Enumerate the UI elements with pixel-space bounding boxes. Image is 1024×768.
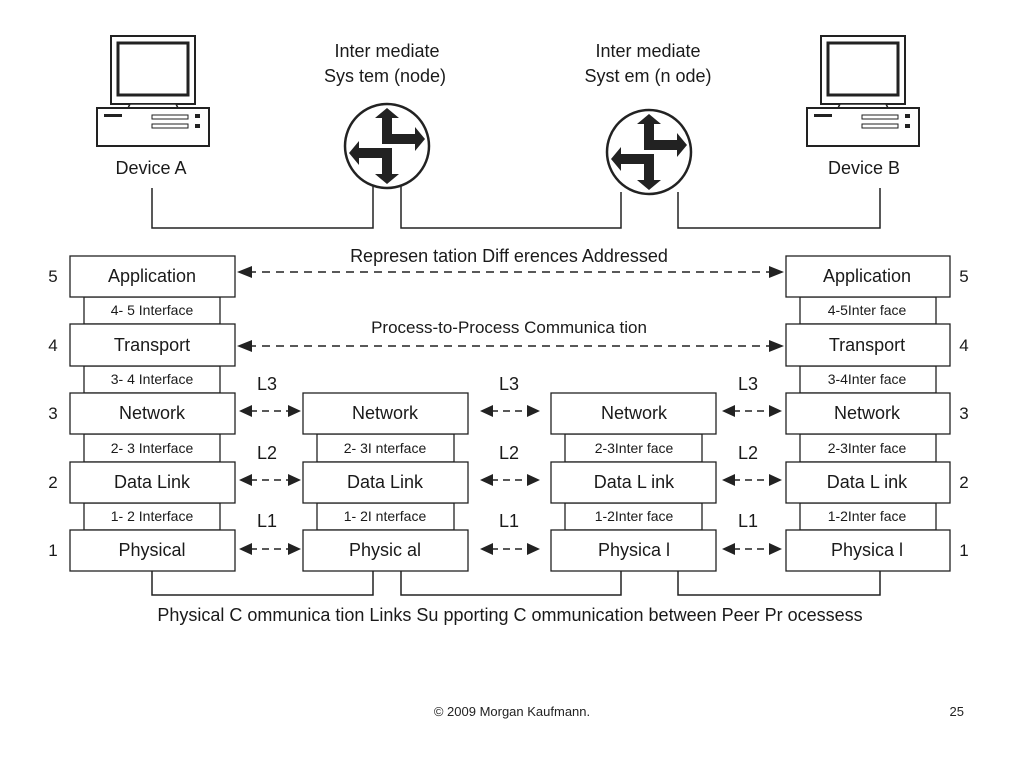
arrowhead-icon xyxy=(237,266,252,278)
peer-label-l2: L2 xyxy=(257,443,277,463)
page-number: 25 xyxy=(949,704,964,719)
peer-label-l1: L1 xyxy=(738,511,758,531)
arrowhead-icon xyxy=(769,474,782,486)
node-left-label-line1: Inter mediate xyxy=(334,41,439,61)
layer-network: Network xyxy=(601,403,668,423)
arrowhead-icon xyxy=(237,340,252,352)
layer-application: Application xyxy=(823,266,911,286)
top-connection-lines xyxy=(151,186,881,229)
device-a-label: Device A xyxy=(115,158,186,178)
layer-numbers-left: 5 4 3 2 1 xyxy=(48,267,57,560)
layer-transport: Transport xyxy=(829,335,905,355)
interface-2-3: 2-3Inter face xyxy=(595,440,674,456)
arrowhead-icon xyxy=(769,543,782,555)
interface-1-2: 1- 2I nterface xyxy=(344,508,427,524)
device-b-stack: Application Transport Network Data L ink… xyxy=(785,255,951,572)
arrowhead-icon xyxy=(239,405,252,417)
arrowhead-icon xyxy=(527,474,540,486)
arrowhead-icon xyxy=(239,474,252,486)
layer-number: 2 xyxy=(959,473,968,492)
interface-1-2: 1-2Inter face xyxy=(595,508,674,524)
peer-label-l3: L3 xyxy=(499,374,519,394)
short-peer-arrows xyxy=(239,405,782,555)
arrowhead-icon xyxy=(239,543,252,555)
device-a-stack: Application Transport Network Data Link … xyxy=(69,255,236,572)
arrowhead-icon xyxy=(480,543,493,555)
layer-network: Network xyxy=(352,403,419,423)
layer-physical: Physica l xyxy=(598,540,670,560)
arrowhead-icon xyxy=(480,474,493,486)
layer-data-link: Data Link xyxy=(347,472,424,492)
peer-label-l1: L1 xyxy=(499,511,519,531)
arrowhead-icon xyxy=(722,543,735,555)
interface-3-4: 3-4Inter face xyxy=(828,371,907,387)
layer-transport: Transport xyxy=(114,335,190,355)
layer-network: Network xyxy=(119,403,186,423)
layer-number: 3 xyxy=(959,404,968,423)
arrowhead-icon xyxy=(527,543,540,555)
arrowhead-icon xyxy=(527,405,540,417)
interface-1-2: 1-2Inter face xyxy=(828,508,907,524)
layer-data-link: Data L ink xyxy=(827,472,908,492)
representation-annotation: Represen tation Diff erences Addressed xyxy=(350,246,668,266)
arrowhead-icon xyxy=(769,266,784,278)
router-right-icon xyxy=(605,108,693,196)
arrowhead-icon xyxy=(722,405,735,417)
peer-label-l1: L1 xyxy=(257,511,277,531)
arrowhead-icon xyxy=(769,405,782,417)
device-b-computer-icon xyxy=(806,35,920,147)
device-b-label: Device B xyxy=(828,158,900,178)
layer-network: Network xyxy=(834,403,901,423)
copyright-footer: © 2009 Morgan Kaufmann. xyxy=(433,704,591,719)
arrowhead-icon xyxy=(722,474,735,486)
interface-4-5: 4-5Inter face xyxy=(828,302,907,318)
node-right-label-line2: Syst em (n ode) xyxy=(584,66,711,86)
interface-2-3: 2- 3 Interface xyxy=(111,440,194,456)
router-left-icon xyxy=(343,102,431,190)
layer-number: 3 xyxy=(48,404,57,423)
peer-labels: L3 L3 L3 L2 L2 L2 L1 L1 L1 xyxy=(257,374,758,531)
node-1-stack: Network Data Link Physic al 2- 3I nterfa… xyxy=(302,392,469,572)
interface-3-4: 3- 4 Interface xyxy=(111,371,194,387)
arrowhead-icon xyxy=(288,474,301,486)
layer-number: 4 xyxy=(48,336,57,355)
layer-application: Application xyxy=(108,266,196,286)
node-right-label-line1: Inter mediate xyxy=(595,41,700,61)
interface-2-3: 2-3Inter face xyxy=(828,440,907,456)
layer-physical: Physica l xyxy=(831,540,903,560)
interface-2-3: 2- 3I nterface xyxy=(344,440,427,456)
arrowhead-icon xyxy=(288,405,301,417)
layer-physical: Physical xyxy=(118,540,185,560)
arrowhead-icon xyxy=(288,543,301,555)
node-2-stack: Network Data L ink Physica l 2-3Inter fa… xyxy=(550,392,717,572)
arrowhead-icon xyxy=(769,340,784,352)
layer-number: 4 xyxy=(959,336,968,355)
layer-number: 1 xyxy=(959,541,968,560)
layer-numbers-right: 5 4 3 2 1 xyxy=(959,267,968,560)
layer-data-link: Data Link xyxy=(114,472,191,492)
layer-number: 2 xyxy=(48,473,57,492)
layer-number: 1 xyxy=(48,541,57,560)
layer-number: 5 xyxy=(959,267,968,286)
interface-4-5: 4- 5 Interface xyxy=(111,302,194,318)
physical-link-lines xyxy=(151,571,881,596)
process-annotation: Process-to-Process Communica tion xyxy=(371,318,647,337)
peer-label-l3: L3 xyxy=(257,374,277,394)
node-left-label-line2: Sys tem (node) xyxy=(324,66,446,86)
peer-label-l2: L2 xyxy=(499,443,519,463)
layer-data-link: Data L ink xyxy=(594,472,675,492)
arrowhead-icon xyxy=(480,405,493,417)
peer-label-l2: L2 xyxy=(738,443,758,463)
peer-label-l3: L3 xyxy=(738,374,758,394)
device-a-computer-icon xyxy=(96,35,210,147)
long-peer-arrows xyxy=(237,266,784,352)
layer-physical: Physic al xyxy=(349,540,421,560)
physical-links-annotation: Physical C ommunica tion Links Su pporti… xyxy=(157,605,862,625)
layer-number: 5 xyxy=(48,267,57,286)
interface-1-2: 1- 2 Interface xyxy=(111,508,194,524)
